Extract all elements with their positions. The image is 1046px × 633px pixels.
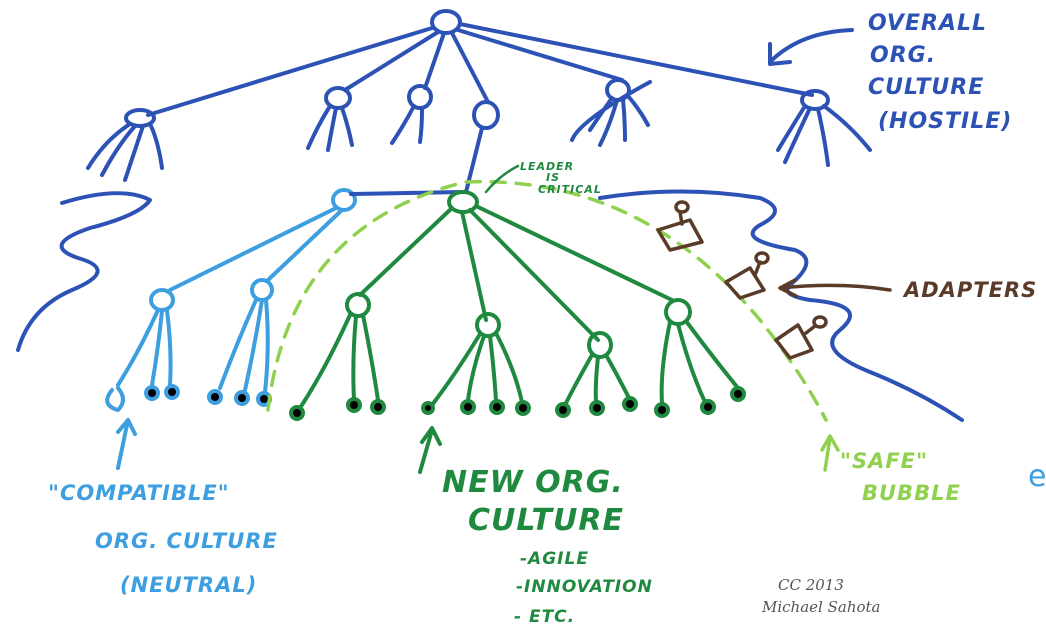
adapter-2 (724, 251, 770, 300)
adapter-1 (656, 200, 704, 252)
leader-label: LEADER IS CRITICAL (520, 160, 602, 196)
compatible-node-left (149, 288, 175, 312)
node-1 (124, 108, 156, 128)
overall-arrow (768, 28, 854, 66)
leader-line-2: IS (546, 171, 560, 184)
adapters-arrow (778, 278, 892, 298)
overall-line-1: OVERALL (868, 11, 987, 36)
hostile-wave-left (16, 191, 152, 352)
safe-bubble-label: "SAFE" BUBBLE (840, 449, 961, 505)
node-4 (472, 100, 500, 130)
compatible-arrow (116, 418, 137, 470)
new-culture-item-agile: -AGILE (520, 549, 589, 569)
safe-bubble-arrow (820, 434, 840, 472)
compatible-label: "COMPATIBLE" ORG. CULTURE (NEUTRAL) (48, 481, 278, 597)
safe-bubble (266, 179, 840, 472)
safe-bubble-line-2: BUBBLE (862, 481, 961, 505)
compatible-line-1: "COMPATIBLE" (48, 481, 230, 505)
overall-label: OVERALL ORG. CULTURE (HOSTILE) (868, 11, 1012, 134)
safe-bubble-line-1: "SAFE" (840, 449, 928, 473)
compatible-line-2: ORG. CULTURE (95, 529, 278, 553)
compatible-node-right (250, 278, 274, 302)
credit-line-2: Michael Sahota (761, 598, 880, 616)
adapters (656, 200, 892, 360)
adapters-label: ADAPTERS (902, 278, 1037, 302)
leader-line-1: LEADER (520, 160, 574, 173)
leader-arrow (484, 164, 520, 194)
new-culture-line-2: CULTURE (468, 503, 624, 538)
node-3 (407, 84, 433, 110)
adapter-3 (774, 315, 828, 360)
overall-line-4: (HOSTILE) (878, 109, 1012, 134)
compatible-org-tree (105, 188, 465, 470)
node-6 (800, 89, 830, 111)
hostile-wave-right (598, 189, 964, 422)
compatible-line-3: (NEUTRAL) (120, 573, 257, 597)
hostile-org-tree (16, 9, 964, 422)
credit: CC 2013 Michael Sahota (761, 576, 880, 616)
edge-text-fragment: e (1028, 459, 1046, 494)
new-culture-item-innovation: -INNOVATION (516, 577, 653, 597)
new-culture-tree (289, 190, 746, 474)
leader-line-3: CRITICAL (538, 183, 602, 196)
overall-line-3: CULTURE (868, 75, 984, 100)
new-culture-label: NEW ORG. CULTURE -AGILE -INNOVATION - ET… (442, 465, 653, 627)
overall-line-2: ORG. (870, 43, 936, 68)
root-node (430, 9, 462, 35)
new-culture-line-1: NEW ORG. (442, 465, 624, 500)
new-culture-item-etc: - ETC. (514, 607, 575, 627)
new-culture-arrow (418, 426, 442, 474)
credit-line-1: CC 2013 (778, 576, 844, 594)
green-node-1 (345, 292, 371, 318)
